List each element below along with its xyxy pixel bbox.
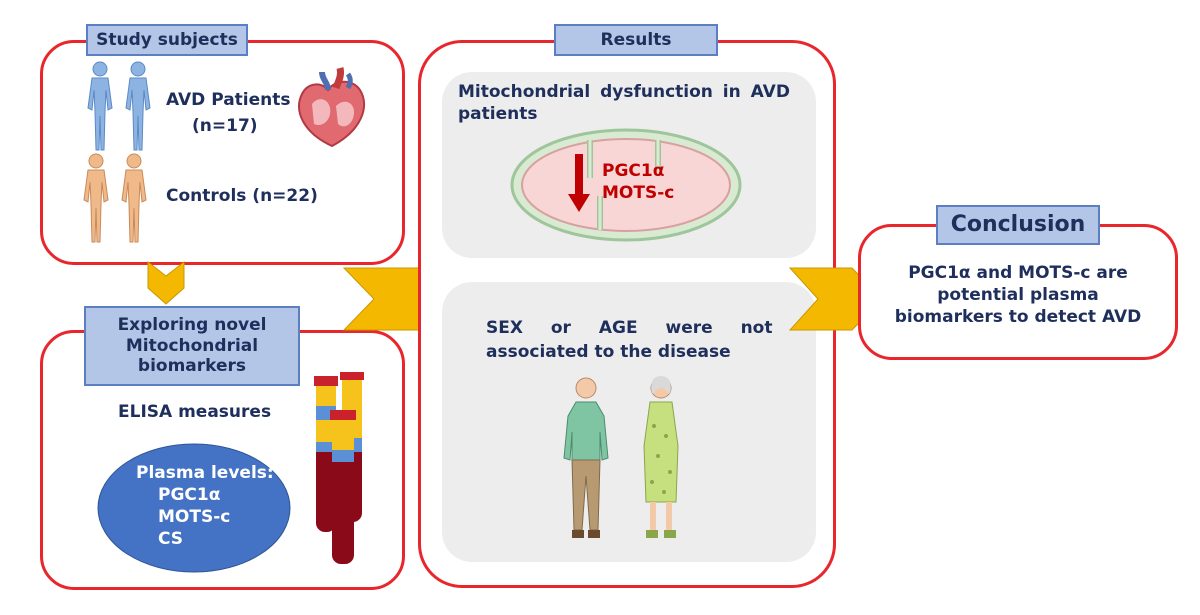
sex-age-line2: associated to the disease [486,342,731,362]
plasma-item: CS [158,529,184,550]
human-figure-blue-icon [125,61,151,151]
sex-age-line1: SEX or AGE were not [486,318,773,338]
exploring-title-line: Exploring novel [117,315,267,336]
plasma-item: MOTS-c [158,507,231,528]
conclusion-text: PGC1α and MOTS-c are potential plasma bi… [870,262,1166,328]
blood-tube-icon [314,372,364,564]
conclusion-frame [858,224,1178,360]
human-figure-tan-icon [121,153,147,243]
conclusion-title: Conclusion [936,205,1100,245]
conclusion-line: biomarkers to detect AVD [894,307,1142,328]
exploring-title-line: Mitochondrial [125,335,259,356]
exploring-title-line: biomarkers [137,356,247,377]
controls-label: Controls (n=22) [166,186,318,206]
study-subjects-title: Study subjects [86,24,248,56]
conclusion-line: potential plasma [937,285,1099,306]
plasma-ellipse [97,443,291,573]
mito-markers: PGC1α MOTS-c [602,160,674,204]
chevron-arrow-icon [147,260,185,305]
mito-text-line1: Mitochondrial dysfunction in AVD [458,82,790,102]
conclusion-line: PGC1α and MOTS-c are [908,263,1128,283]
elderly-man-icon [563,377,609,538]
mito-marker: PGC1α [602,161,665,181]
human-figure-blue-icon [87,61,113,151]
down-arrow-icon [568,154,590,212]
elisa-label: ELISA measures [118,402,272,422]
heart-icon [298,67,365,148]
elderly-woman-icon [643,376,679,538]
mito-text-line2: patients [458,104,538,124]
results-title: Results [554,24,718,56]
plasma-title: Plasma levels: [136,463,274,483]
plasma-item: PGC1α [158,485,221,506]
patients-count: (n=17) [192,116,258,136]
sex-age-panel [442,282,816,562]
mitochondrion-icon [510,128,742,242]
human-figure-tan-icon [83,153,109,243]
mito-marker: MOTS-c [602,183,675,204]
plasma-levels: Plasma levels: PGC1α MOTS-c CS [136,462,274,550]
patients-label: AVD Patients [166,90,291,110]
exploring-title: Exploring novel Mitochondrial biomarkers [84,306,300,386]
